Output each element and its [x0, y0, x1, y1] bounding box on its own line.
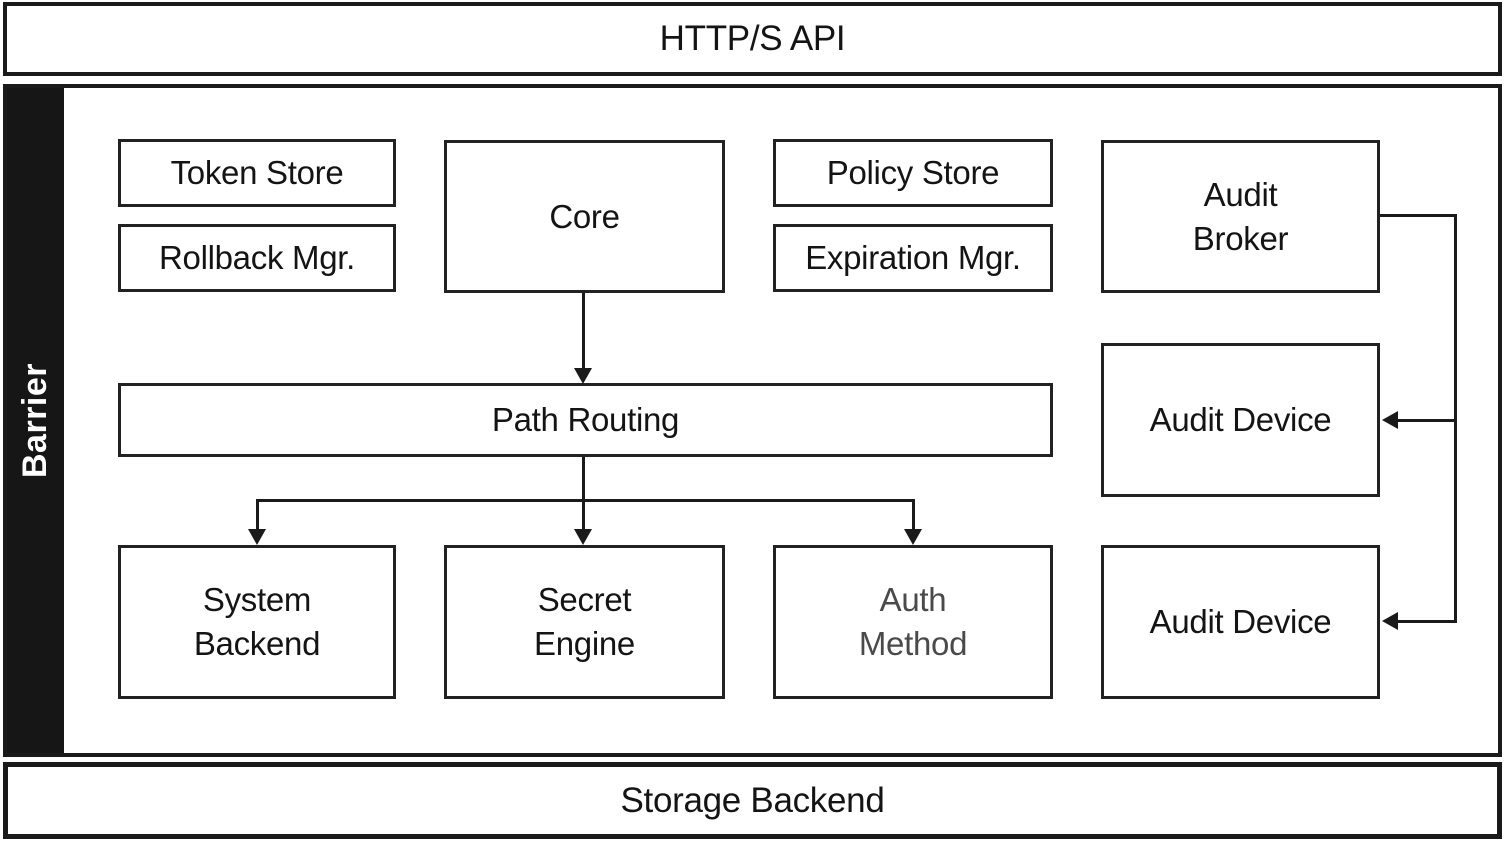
edge-core-to-path-routing-arrowhead-icon — [574, 368, 592, 384]
edge-audit-broker-out-line — [1380, 214, 1457, 217]
barrier-strip: Barrier — [7, 88, 64, 753]
edge-audit-vertical-line — [1454, 214, 1457, 623]
node-core: Core — [444, 140, 725, 293]
node-audit-broker: Audit Broker — [1101, 140, 1380, 293]
node-path-routing-label: Path Routing — [491, 401, 680, 439]
node-auth-method: Auth Method — [773, 545, 1053, 699]
node-secret-engine-label: Secret Engine — [534, 581, 635, 662]
node-core-label: Core — [549, 197, 620, 235]
node-expiration-mgr-label: Expiration Mgr. — [805, 239, 1021, 277]
storage-backend-label: Storage Backend — [620, 780, 885, 820]
node-system-backend-label: System Backend — [193, 581, 321, 662]
node-audit-device-1: Audit Device — [1101, 343, 1380, 497]
edge-to-secret-engine-arrowhead-icon — [574, 529, 592, 545]
node-auth-method-label: Auth Method — [858, 581, 968, 662]
node-rollback-mgr-label: Rollback Mgr. — [158, 239, 355, 277]
storage-backend-bar: Storage Backend — [3, 762, 1502, 839]
edge-path-routing-splitter-line — [256, 499, 915, 502]
node-expiration-mgr: Expiration Mgr. — [773, 224, 1053, 292]
node-rollback-mgr: Rollback Mgr. — [118, 224, 396, 292]
edge-to-audit-device-2-line — [1396, 620, 1457, 623]
node-audit-broker-label: Audit Broker — [1192, 175, 1289, 257]
http-api-label: HTTP/S API — [659, 19, 846, 58]
http-api-bar: HTTP/S API — [3, 2, 1502, 76]
edge-path-routing-right-drop-line — [912, 499, 915, 532]
edge-to-audit-device-1-line — [1396, 419, 1457, 422]
node-audit-device-2: Audit Device — [1101, 545, 1380, 699]
node-audit-device-2-label: Audit Device — [1149, 603, 1332, 641]
node-path-routing: Path Routing — [118, 383, 1053, 457]
barrier-label: Barrier — [16, 362, 54, 478]
edge-path-routing-left-drop-line — [256, 499, 259, 532]
edge-to-system-backend-arrowhead-icon — [248, 529, 266, 545]
node-secret-engine: Secret Engine — [444, 545, 725, 699]
edge-to-auth-method-arrowhead-icon — [904, 529, 922, 545]
node-token-store-label: Token Store — [170, 154, 344, 192]
node-token-store: Token Store — [118, 139, 396, 207]
node-policy-store: Policy Store — [773, 139, 1053, 207]
node-audit-device-1-label: Audit Device — [1149, 401, 1332, 439]
node-policy-store-label: Policy Store — [826, 154, 1000, 192]
edge-core-to-path-routing-line — [582, 293, 585, 371]
node-system-backend: System Backend — [118, 545, 396, 699]
edge-to-audit-device-1-arrowhead-icon — [1382, 411, 1398, 429]
edge-to-audit-device-2-arrowhead-icon — [1382, 612, 1398, 630]
edge-path-routing-center-drop-line — [582, 457, 585, 532]
